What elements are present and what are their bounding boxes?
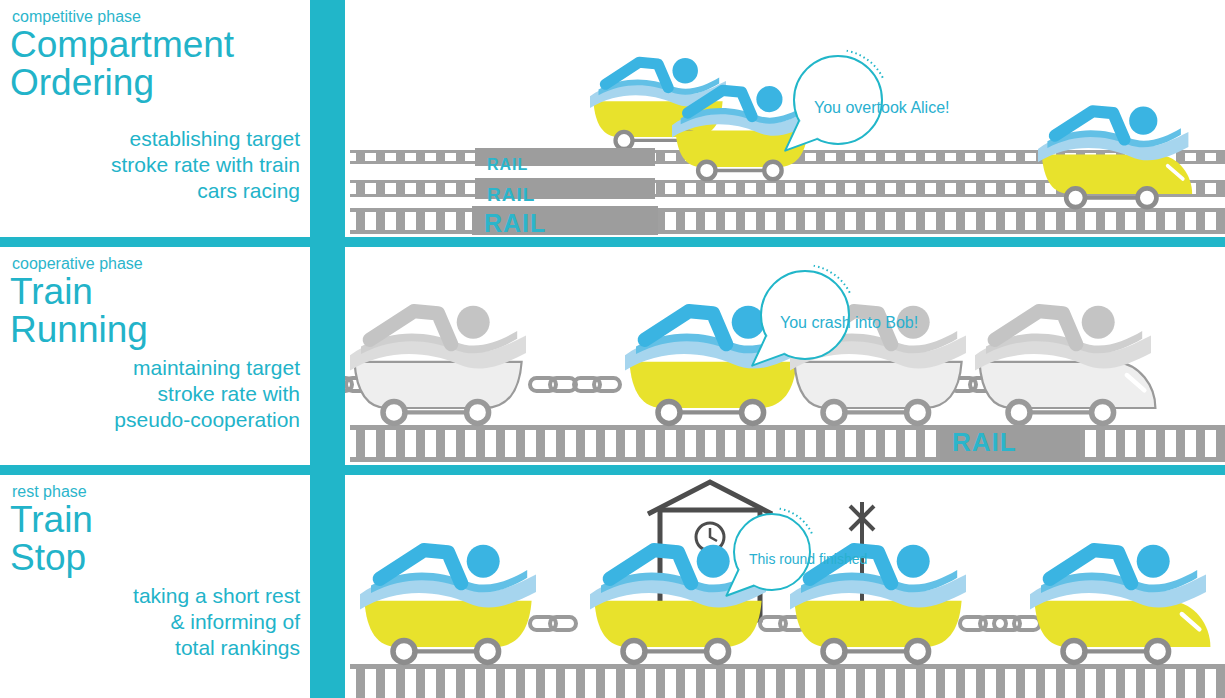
train-car [672,86,811,179]
bubble-accent [780,509,813,534]
phase-band: rest phaseTrain Stop taking a short rest … [0,475,1225,698]
rail-block: RAIL [472,206,658,235]
divider-bar [310,0,345,698]
divider-bar [0,465,1225,475]
chain-link [574,378,620,391]
rail-block: RAIL [940,425,1080,462]
speech-bubble: You crash into Bob! [759,269,851,361]
phase-title: Compartment Ordering [10,26,234,102]
phase-label: competitive phase [12,8,141,26]
train-car [360,545,536,663]
rail-label: RAIL [952,433,1017,451]
speech-bubble: This round finished [732,512,812,592]
rail-label: RAIL [487,156,528,174]
rail-track [350,664,1225,698]
train-engine [975,306,1155,424]
rail-track [350,425,1225,462]
rail-track [350,664,1225,698]
phase-label: rest phase [12,483,87,501]
chain-link [530,378,576,391]
rail-ties [350,669,1225,698]
train-car [350,306,526,424]
phase-label: cooperative phase [12,255,143,273]
rail-track [350,425,1225,462]
bubble-tail-outline [752,336,784,366]
phase-title: Train Stop [10,501,93,577]
bubble-text: You crash into Bob! [780,314,854,332]
chain-link [530,617,576,630]
bubble-tail [785,121,817,151]
train-engine [1030,545,1210,663]
bubble-accent [847,51,884,80]
rail-block: RAIL [475,178,655,199]
phase-title: Train Running [10,273,148,349]
rail-block: RAIL [475,148,655,166]
bubble-accent [814,266,851,295]
bubble-tail-outline [785,121,817,151]
bubble-tail [726,570,754,596]
phase-band: competitive phaseCompartment Ordering est… [0,0,1225,237]
phase-description: establishing target stroke rate with tra… [110,126,300,204]
rail-label: RAIL [487,186,535,204]
rail-ties [350,430,1225,457]
phase-band: cooperative phaseTrain Runningmaintainin… [0,247,1225,465]
bubble-tail-outline [726,570,754,596]
bubble-text: You overtook Alice! [814,99,886,117]
bubble-text: This round finished [749,552,819,568]
speech-bubble: You overtook Alice! [792,54,884,146]
divider-bar [0,237,1225,247]
train-engine [1038,107,1192,208]
signal-arm [860,502,864,534]
bubble-tail [752,336,784,366]
phase-description: maintaining target stroke rate with pseu… [95,355,300,433]
rail-label: RAIL [484,214,546,232]
phase-description: taking a short rest & informing of total… [128,583,300,661]
chain-link [994,617,1040,630]
clock-hands [710,528,717,541]
